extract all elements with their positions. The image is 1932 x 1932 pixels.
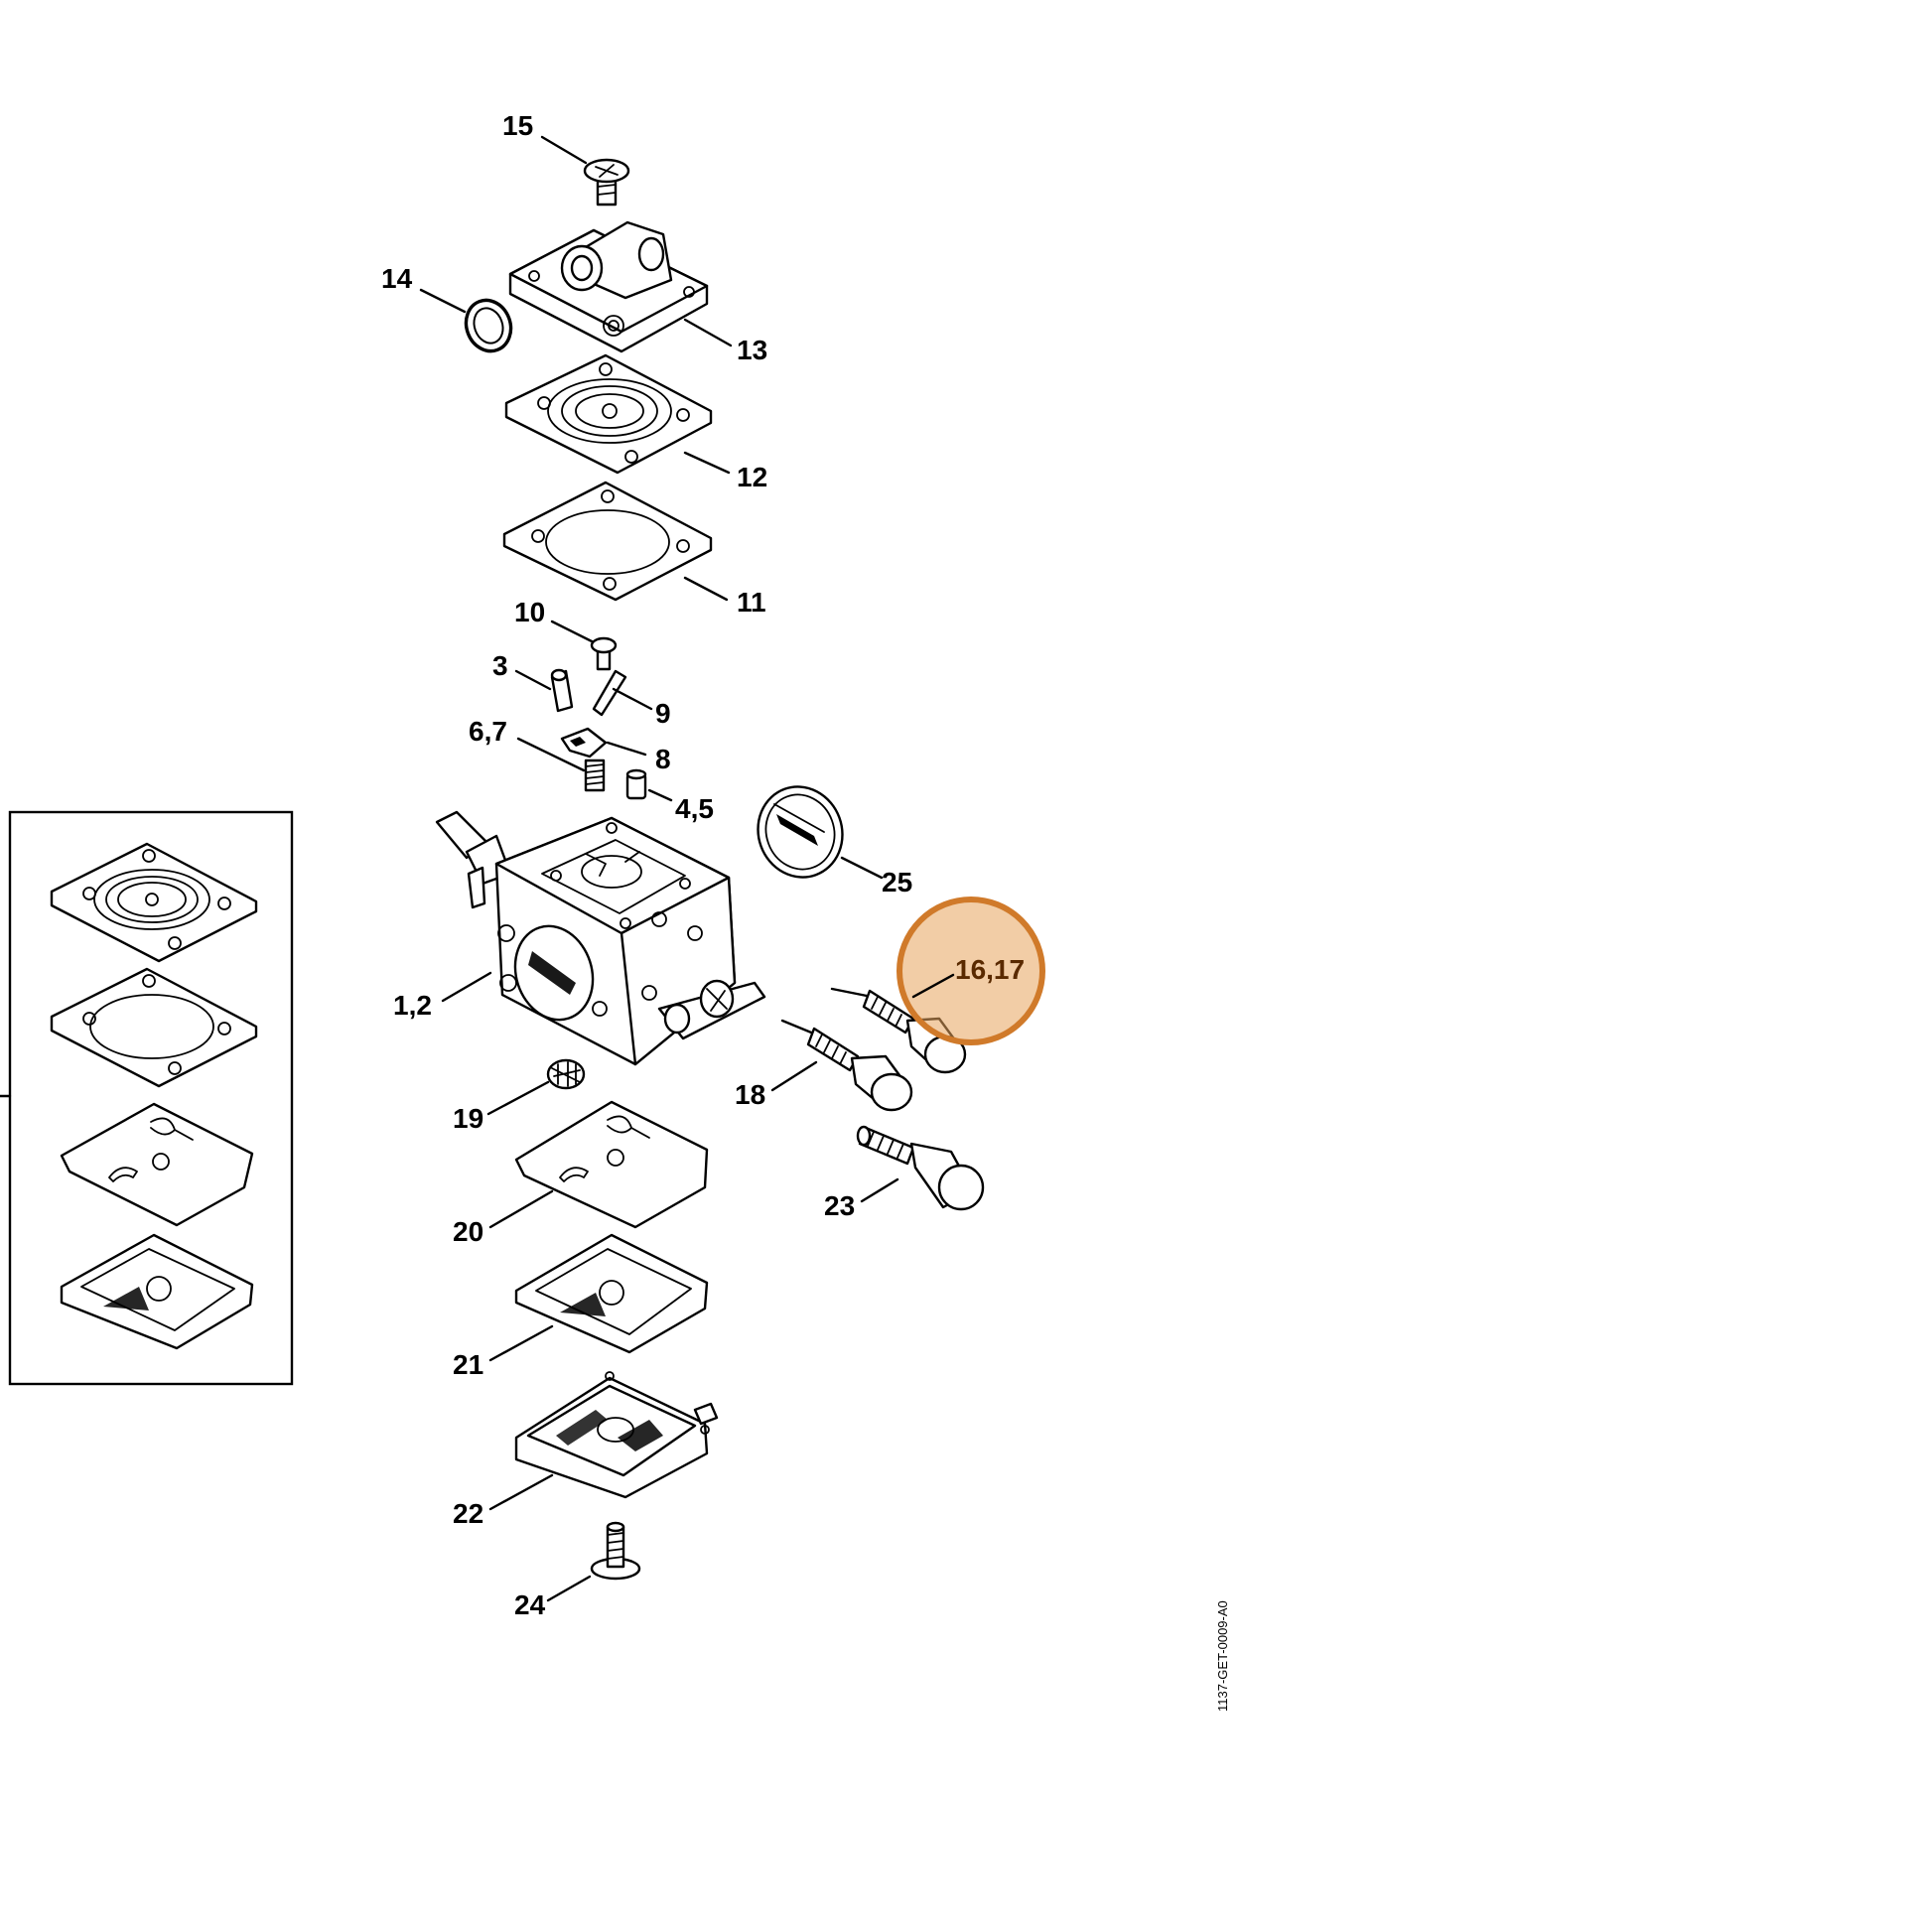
pump-gasket-21-icon bbox=[514, 1233, 709, 1354]
callout-20: 20 bbox=[453, 1216, 483, 1247]
kit-gasket-icon bbox=[50, 967, 258, 1088]
gasket-11-icon bbox=[502, 481, 713, 602]
screw-15-icon bbox=[583, 158, 630, 207]
callout-1-2: 1,2 bbox=[393, 990, 432, 1021]
callout-21: 21 bbox=[453, 1349, 483, 1380]
callout-12: 12 bbox=[737, 462, 767, 492]
lever-8-icon bbox=[560, 727, 608, 759]
adjusting-screw-18-icon bbox=[780, 1019, 913, 1112]
callout-25: 25 bbox=[882, 867, 912, 897]
callout-6-7: 6,7 bbox=[469, 716, 507, 747]
screw-10-icon bbox=[590, 636, 618, 671]
strainer-19-icon bbox=[546, 1058, 586, 1090]
kit-pump-gasket-icon bbox=[60, 1233, 254, 1350]
spindle-9-icon bbox=[592, 669, 627, 717]
callout-23: 23 bbox=[824, 1190, 855, 1221]
plug-45-icon bbox=[625, 768, 647, 800]
pump-housing-22-icon bbox=[514, 1371, 719, 1499]
spring-67-icon bbox=[584, 759, 606, 792]
kit-metering-diaphragm-icon bbox=[50, 842, 258, 963]
callout-10: 10 bbox=[514, 597, 545, 627]
pump-cover-13-icon bbox=[508, 220, 709, 353]
callout-4-5: 4,5 bbox=[675, 793, 714, 824]
cap-25-icon bbox=[757, 785, 844, 879]
callout-16-17: 16,17 bbox=[955, 954, 1025, 985]
callout-18: 18 bbox=[735, 1079, 765, 1110]
drawing-code: 1137-GET-0009-A0 bbox=[1215, 1600, 1230, 1712]
pump-diaphragm-20-icon bbox=[514, 1100, 709, 1229]
callout-19: 19 bbox=[453, 1103, 483, 1134]
callout-24: 24 bbox=[514, 1589, 546, 1620]
callout-9: 9 bbox=[655, 698, 671, 729]
o-ring-14-icon bbox=[464, 298, 513, 353]
repair-kit-inset bbox=[0, 810, 294, 1386]
callout-3: 3 bbox=[492, 650, 508, 681]
callout-15: 15 bbox=[502, 110, 533, 141]
inlet-needle-3-icon bbox=[550, 668, 574, 713]
highlight-marker bbox=[897, 897, 1045, 1045]
callout-13: 13 bbox=[737, 335, 767, 365]
diaphragm-12-icon bbox=[504, 353, 713, 475]
callout-8: 8 bbox=[655, 744, 671, 774]
callout-14: 14 bbox=[381, 263, 413, 294]
kit-pump-diaphragm-icon bbox=[60, 1102, 254, 1227]
carburetor-body-12-icon bbox=[435, 810, 766, 1066]
screw-24-icon bbox=[590, 1521, 641, 1581]
callout-22: 22 bbox=[453, 1498, 483, 1529]
idle-screw-23-icon bbox=[856, 1125, 985, 1211]
callout-11: 11 bbox=[737, 587, 766, 618]
